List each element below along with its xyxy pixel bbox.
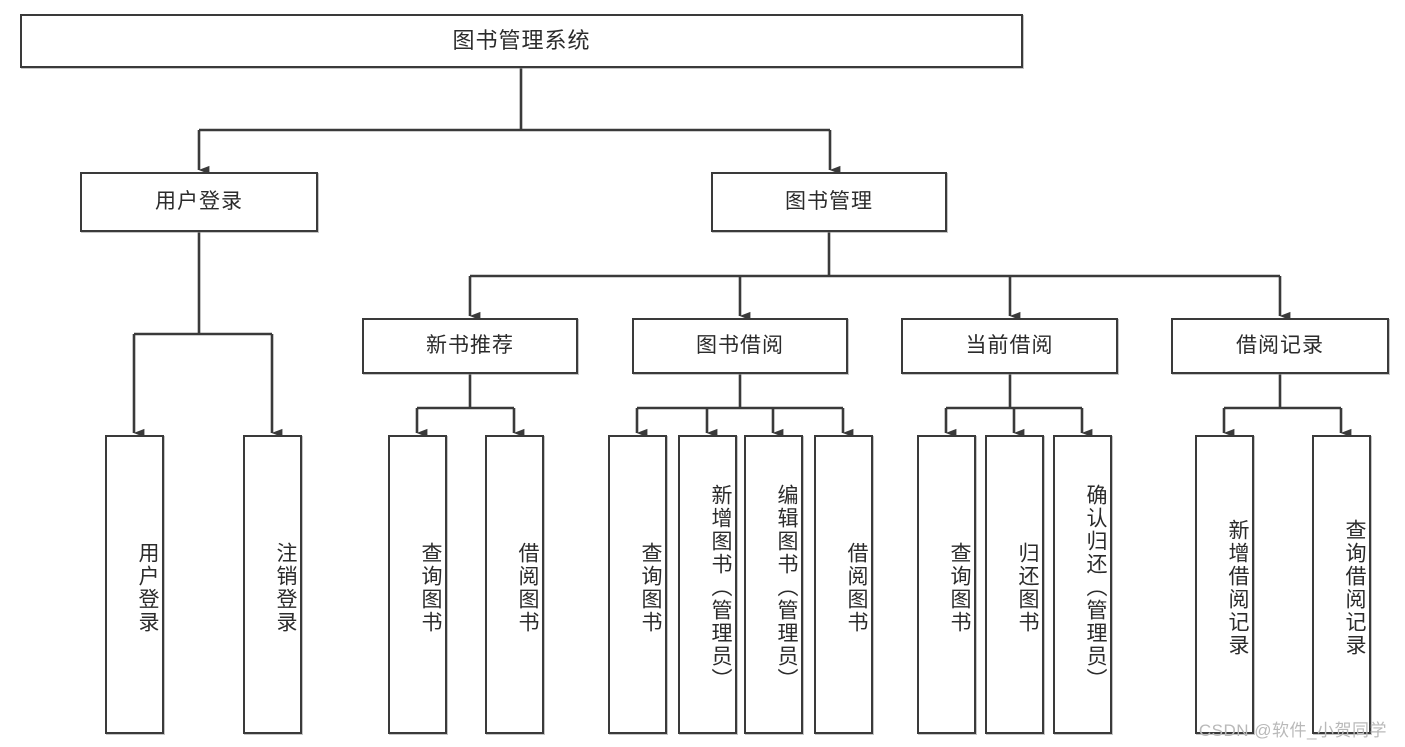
node-leaf-query-record-label: 查询借阅记录 bbox=[1343, 518, 1366, 657]
node-leaf-query-book-1[interactable]: 查询图书 bbox=[388, 435, 447, 734]
node-leaf-query-record[interactable]: 查询借阅记录 bbox=[1312, 435, 1371, 734]
node-leaf-borrow-book-2[interactable]: 借阅图书 bbox=[814, 435, 873, 734]
node-leaf-logout[interactable]: 注销登录 bbox=[243, 435, 302, 734]
node-leaf-logout-label: 注销登录 bbox=[274, 541, 297, 634]
node-leaf-user-login[interactable]: 用户登录 bbox=[105, 435, 164, 734]
node-leaf-borrow-book-1[interactable]: 借阅图书 bbox=[485, 435, 544, 734]
current-borrow-connectors bbox=[944, 374, 1093, 438]
node-book-borrow-label: 图书借阅 bbox=[696, 334, 784, 358]
node-user-login[interactable]: 用户登录 bbox=[80, 172, 318, 232]
node-current-borrow[interactable]: 当前借阅 bbox=[901, 318, 1118, 374]
node-borrow-record-label: 借阅记录 bbox=[1236, 334, 1324, 358]
node-leaf-add-record-label: 新增借阅记录 bbox=[1226, 518, 1249, 657]
node-book-manage[interactable]: 图书管理 bbox=[711, 172, 947, 232]
node-root-label: 图书管理系统 bbox=[452, 27, 591, 53]
root-connectors bbox=[197, 68, 841, 175]
node-book-manage-label: 图书管理 bbox=[785, 190, 873, 214]
node-leaf-query-book-2-label: 查询图书 bbox=[639, 541, 662, 634]
borrow-record-connectors bbox=[1222, 374, 1352, 438]
node-leaf-return-book[interactable]: 归还图书 bbox=[985, 435, 1044, 734]
node-leaf-query-book-1-label: 查询图书 bbox=[419, 541, 442, 634]
node-leaf-confirm-return[interactable]: 确认归还（管理员） bbox=[1053, 435, 1112, 734]
book-manage-connectors bbox=[468, 232, 1291, 321]
node-leaf-add-book-label: 新增图书（管理员） bbox=[709, 484, 732, 691]
node-leaf-edit-book[interactable]: 编辑图书（管理员） bbox=[744, 435, 803, 734]
node-leaf-add-record[interactable]: 新增借阅记录 bbox=[1195, 435, 1254, 734]
node-leaf-user-login-label: 用户登录 bbox=[136, 541, 159, 634]
book-borrow-connectors bbox=[635, 374, 854, 438]
user-login-connectors bbox=[132, 232, 283, 438]
node-leaf-borrow-book-1-label: 借阅图书 bbox=[516, 541, 539, 634]
new-book-rec-connectors bbox=[415, 374, 525, 438]
node-current-borrow-label: 当前借阅 bbox=[965, 334, 1054, 358]
node-leaf-confirm-return-label: 确认归还（管理员） bbox=[1084, 484, 1107, 691]
node-leaf-return-book-label: 归还图书 bbox=[1016, 541, 1039, 634]
node-borrow-record[interactable]: 借阅记录 bbox=[1171, 318, 1389, 374]
node-leaf-borrow-book-2-label: 借阅图书 bbox=[845, 541, 868, 634]
node-leaf-query-book-3-label: 查询图书 bbox=[948, 541, 971, 634]
node-root[interactable]: 图书管理系统 bbox=[20, 14, 1023, 68]
node-user-login-label: 用户登录 bbox=[155, 190, 243, 214]
node-new-book-rec-label: 新书推荐 bbox=[426, 334, 514, 358]
node-new-book-rec[interactable]: 新书推荐 bbox=[362, 318, 578, 374]
node-leaf-query-book-3[interactable]: 查询图书 bbox=[917, 435, 976, 734]
node-leaf-add-book[interactable]: 新增图书（管理员） bbox=[678, 435, 737, 734]
node-leaf-query-book-2[interactable]: 查询图书 bbox=[608, 435, 667, 734]
node-book-borrow[interactable]: 图书借阅 bbox=[632, 318, 848, 374]
node-leaf-edit-book-label: 编辑图书（管理员） bbox=[775, 484, 798, 691]
